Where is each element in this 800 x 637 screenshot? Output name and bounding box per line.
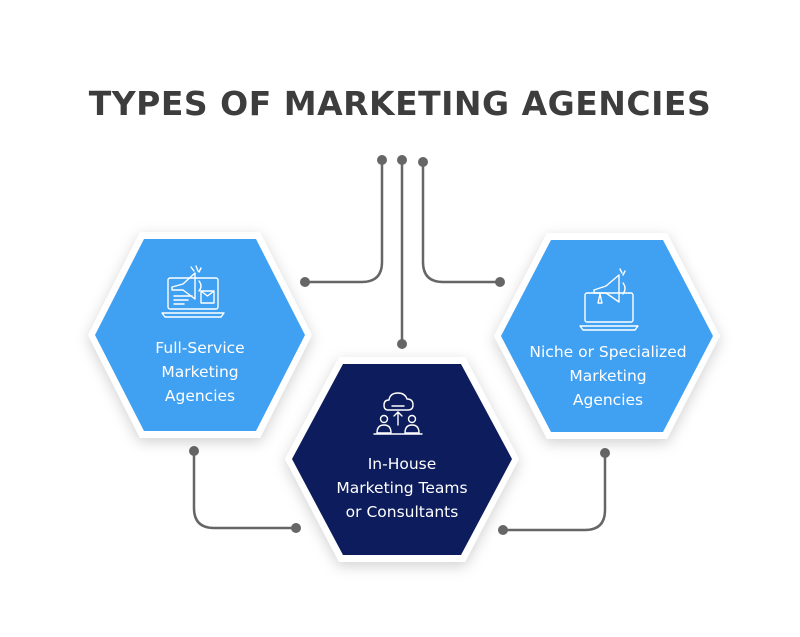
- connector-dots: [189, 155, 610, 535]
- connector-bottom-right: [501, 451, 607, 532]
- connector-dot: [495, 277, 505, 287]
- node-label-line: Marketing: [569, 367, 647, 385]
- connector-dot: [189, 446, 199, 456]
- diagram-title: TYPES OF MARKETING AGENCIES: [88, 84, 712, 123]
- node-label-line: or Consultants: [345, 503, 459, 521]
- connector-dot: [300, 277, 310, 287]
- hexagon-niche: [494, 233, 720, 439]
- node-label-line: Full-Service: [155, 339, 245, 357]
- connector-dot: [418, 157, 428, 167]
- connectors: [192, 158, 607, 532]
- hexagon-in-house: [285, 357, 519, 562]
- connector-dot: [498, 525, 508, 535]
- node-label-line: Marketing: [161, 363, 239, 381]
- connector-top-right: [421, 160, 502, 284]
- connector-top-left: [303, 158, 384, 284]
- node-label-niche: Niche or Specialized Marketing Agencies: [508, 340, 708, 412]
- connector-dot: [397, 155, 407, 165]
- hexagon-full-service: [88, 232, 312, 438]
- cloud-team-icon: [373, 392, 423, 435]
- node-label-line: Niche or Specialized: [529, 343, 687, 361]
- megaphone-monitor-icon: [579, 268, 639, 331]
- connector-dot: [397, 339, 407, 349]
- connector-bottom-left: [192, 449, 298, 530]
- connector-dot: [600, 448, 610, 458]
- node-label-line: In-House: [367, 455, 437, 473]
- node-label-line: Marketing Teams: [336, 479, 468, 497]
- node-label-line: Agencies: [164, 387, 236, 405]
- connector-dot: [377, 155, 387, 165]
- node-label-in-house: In-House Marketing Teams or Consultants: [302, 452, 502, 524]
- megaphone-laptop-icon: [161, 265, 225, 318]
- connector-dot: [291, 523, 301, 533]
- node-label-line: Agencies: [572, 391, 644, 409]
- node-label-full-service: Full-Service Marketing Agencies: [110, 336, 290, 408]
